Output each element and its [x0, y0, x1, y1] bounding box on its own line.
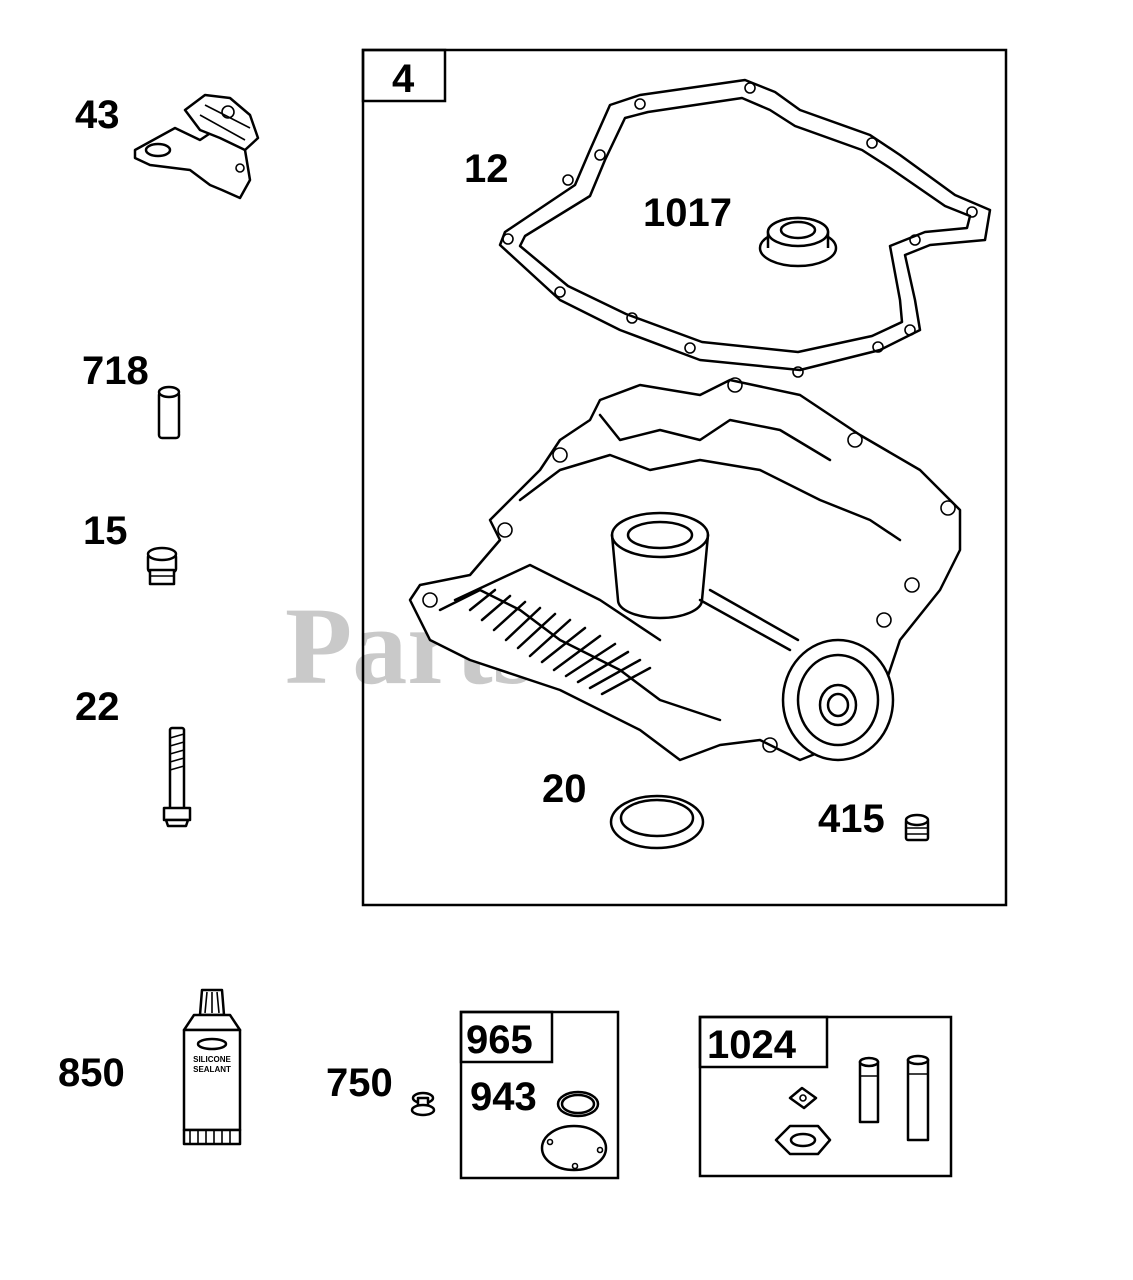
label-part-12[interactable]: 12 [464, 147, 509, 191]
label-part-1024[interactable]: 1024 [707, 1023, 797, 1067]
label-part-1017[interactable]: 1017 [643, 191, 732, 235]
label-part-415[interactable]: 415 [818, 797, 885, 841]
label-part-965[interactable]: 965 [466, 1018, 533, 1062]
plug-part-15[interactable] [146, 546, 178, 586]
oil-seal-part-1017[interactable] [758, 216, 838, 268]
valve-parts-kit-1024[interactable] [774, 1054, 930, 1156]
dowel-pin-part-718[interactable] [157, 385, 181, 440]
screw-part-750[interactable] [410, 1091, 436, 1117]
label-part-850[interactable]: 850 [58, 1051, 125, 1095]
bolt-part-22[interactable] [162, 726, 192, 828]
label-part-718[interactable]: 718 [82, 349, 149, 393]
sealant-tube-part-850[interactable]: SILICONE SEALANT [182, 988, 242, 1146]
kit-box-4-tab [361, 48, 447, 103]
label-part-750[interactable]: 750 [326, 1061, 393, 1105]
cover-plate-part-965[interactable] [540, 1124, 608, 1172]
kit-box-4 [361, 48, 1008, 907]
plug-part-415[interactable] [904, 813, 930, 842]
label-part-4[interactable]: 4 [392, 57, 415, 101]
sump-cover-part-4[interactable] [408, 377, 962, 762]
gasket-part-12[interactable] [498, 78, 992, 378]
label-part-22[interactable]: 22 [75, 685, 120, 729]
label-part-15[interactable]: 15 [83, 509, 128, 553]
label-part-943[interactable]: 943 [470, 1075, 537, 1119]
governor-bracket-part-43[interactable] [133, 93, 260, 200]
o-ring-part-943[interactable] [556, 1090, 600, 1118]
label-part-43[interactable]: 43 [75, 93, 120, 137]
oil-seal-part-20[interactable] [609, 794, 705, 850]
tube-text-line1: SILICONE [193, 1055, 231, 1064]
kit-box-1024-tab [698, 1015, 829, 1069]
label-part-20[interactable]: 20 [542, 767, 587, 811]
kit-box-965-tab [459, 1010, 554, 1064]
tube-text-line2: SEALANT [193, 1065, 231, 1074]
